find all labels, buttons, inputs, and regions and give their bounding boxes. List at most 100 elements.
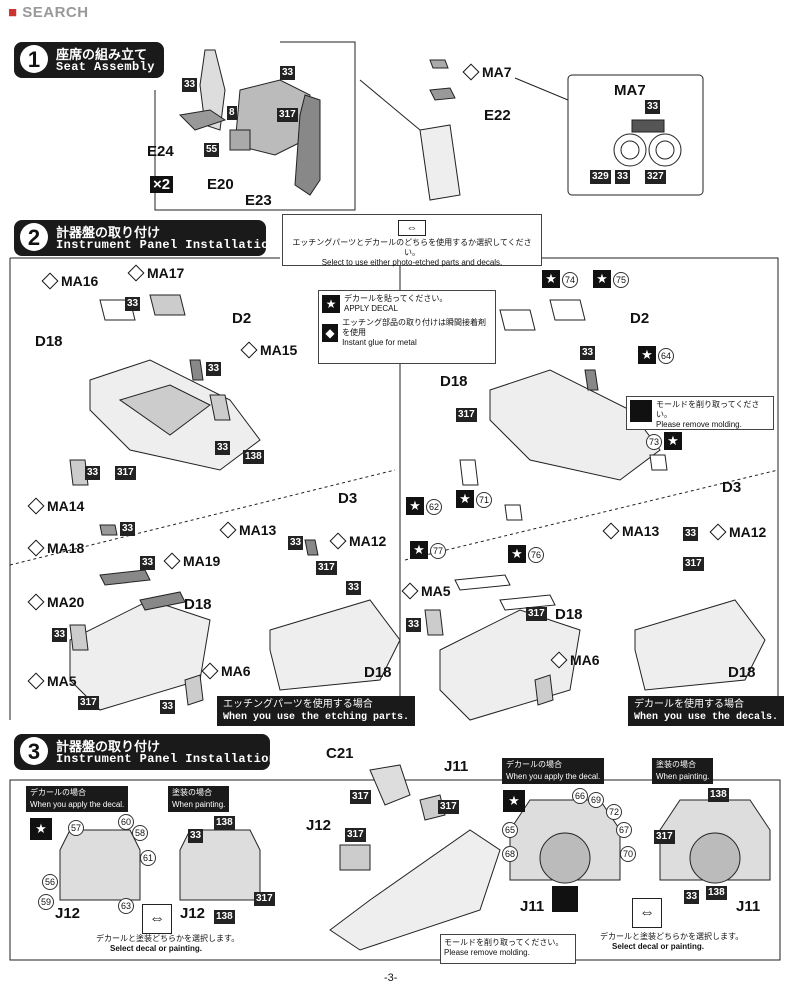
decal-number: 56 [42, 874, 58, 890]
paint-code: 317 [78, 696, 99, 710]
etching-caption-ja: エッチングパーツを使用する場合 [223, 699, 373, 710]
ma7-label: MA7 [482, 64, 512, 80]
ma6-callout: MA6 [550, 651, 600, 669]
paint-code: 138 [214, 816, 235, 830]
step1-number: 1 [20, 45, 48, 73]
paint-code: 33 [580, 346, 596, 360]
diamond-icon [219, 521, 237, 539]
ma17-callout: MA17 [127, 264, 184, 282]
ma12-callout: MA12 [709, 523, 767, 541]
paint-tag-ja: 塗装の場合 [172, 788, 212, 797]
decal-number: 57 [68, 820, 84, 836]
paint-code: 329 [590, 170, 611, 184]
legend-glue-en: Instant glue for metal [342, 338, 417, 347]
paint-tag-ja: 塗装の場合 [656, 760, 696, 769]
step3-header: 3 計器盤の取り付け Instrument Panel Installation [14, 734, 276, 770]
paint-code: 317 [277, 108, 298, 122]
paint-code: 317 [345, 828, 366, 842]
mold-icon [630, 400, 652, 422]
paint-code: 33 [52, 628, 68, 642]
decal-number: 65 [502, 822, 518, 838]
mold-note-en: Please remove molding. [444, 948, 530, 957]
paint-code: 317 [526, 607, 547, 621]
decal-number: 69 [588, 792, 604, 808]
paint-code: 138 [708, 788, 729, 802]
label-d18: D18 [184, 596, 212, 613]
label-j11: J11 [736, 898, 761, 915]
ma19-label: MA19 [183, 553, 221, 569]
label-d18: D18 [35, 333, 63, 350]
star-icon: ★ [30, 818, 52, 840]
paint-code: 317 [350, 790, 371, 804]
select-note: ⇔ エッチングパーツとデカールのどちらを使用するか選択してください。 Selec… [282, 214, 542, 267]
star-icon: ★ [542, 270, 560, 288]
paint-code: 317 [456, 408, 477, 422]
label-d2: D2 [630, 310, 650, 327]
label-d18: D18 [728, 664, 756, 681]
ma6-label: MA6 [570, 652, 600, 668]
star-icon: ★ [406, 497, 424, 515]
label-j12: J12 [55, 905, 81, 922]
decal-number: 67 [616, 822, 632, 838]
paint-code: 317 [438, 800, 459, 814]
decal-tag-ja: デカールの場合 [506, 760, 562, 769]
diamond-icon [329, 532, 347, 550]
paint-code: 138 [214, 910, 235, 924]
step2-title-en: Instrument Panel Installation [56, 238, 277, 252]
step1-header: 1 座席の組み立て Seat Assembly [14, 42, 164, 78]
paint-code: 33 [120, 522, 136, 536]
decal-number: 66 [572, 788, 588, 804]
paint-code: 8 [227, 106, 237, 120]
ma5-callout: MA5 [27, 672, 77, 690]
star-icon: ★ [503, 790, 525, 812]
decal-number: 76 [528, 547, 544, 563]
star-icon: ★ [638, 346, 656, 364]
diamond-icon [27, 672, 45, 690]
label-e22: E22 [484, 107, 511, 124]
label-d18: D18 [440, 373, 468, 390]
ma12-label: MA12 [729, 524, 767, 540]
paint-code: 138 [706, 886, 727, 900]
step2-header: 2 計器盤の取り付け Instrument Panel Installation [14, 220, 276, 256]
watermark: ■ SEARCH [8, 4, 89, 21]
ma13-label: MA13 [239, 522, 277, 538]
paint-code: 33 [683, 527, 699, 541]
label-j11: J11 [444, 758, 469, 775]
step3-title-ja: 計器盤の取り付け [56, 739, 161, 754]
ma18-label: MA18 [47, 540, 85, 556]
select-note-en: Select decal or painting. [612, 942, 705, 951]
ma20-label: MA20 [47, 594, 85, 610]
paint-code: 317 [654, 830, 675, 844]
diamond-icon [163, 552, 181, 570]
star-icon: ★ [664, 432, 682, 450]
legend-decal-ja: デカールを貼ってください。 [344, 294, 448, 303]
ma19-callout: MA19 [163, 552, 221, 570]
ma20-callout: MA20 [27, 593, 85, 611]
paint-code: 317 [115, 466, 136, 480]
star-icon: ★ [322, 295, 340, 313]
paint-code: 33 [206, 362, 222, 376]
swap-arrows-icon: ⇔ [632, 898, 662, 928]
label-d2: D2 [232, 310, 252, 327]
ma5-callout: MA5 [401, 582, 451, 600]
label-j11: J11 [520, 898, 545, 915]
ma15-callout: MA15 [240, 341, 297, 359]
paint-code: 33 [85, 466, 101, 480]
label-j12: J12 [180, 905, 206, 922]
step2-title-ja: 計器盤の取り付け [56, 225, 161, 240]
paint-code: 33 [140, 556, 156, 570]
mold-note: モールドを削り取ってください。Please remove molding. [626, 396, 774, 430]
paint-code: 33 [288, 536, 304, 550]
decal-number: 63 [118, 898, 134, 914]
decal-number: 60 [118, 814, 134, 830]
legend-decal-text: デカールを貼ってください。APPLY DECAL [344, 294, 447, 314]
star-icon: ★ [410, 541, 428, 559]
paint-code: 33 [684, 890, 700, 904]
ma5-label: MA5 [421, 583, 451, 599]
select-note-en: Select decal or painting. [110, 944, 203, 953]
label-d18: D18 [364, 664, 392, 681]
